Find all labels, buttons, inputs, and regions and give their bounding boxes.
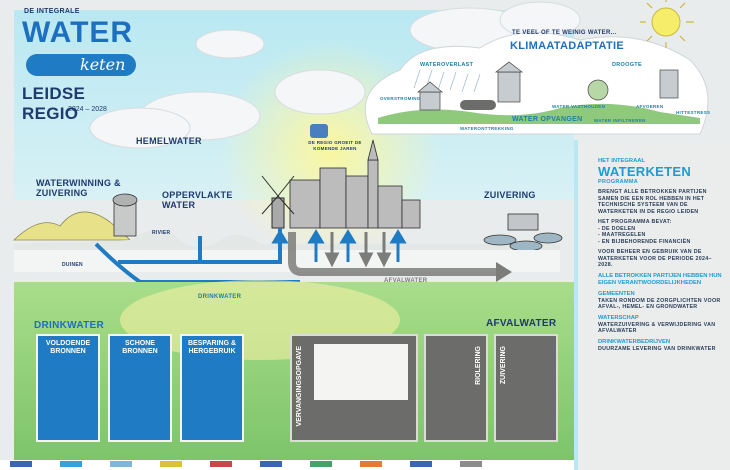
panel-list-2: - EN BIJBEHORENDE FINANCIËN <box>598 238 691 245</box>
label-afvalwater-flow: AFVALWATER <box>384 278 428 284</box>
partner-logo <box>110 461 132 467</box>
label-onttrekking: WATERONTTREKKING <box>460 126 514 131</box>
panel-bevat: HET PROGRAMMA BEVAT: <box>598 219 672 225</box>
rain <box>413 69 481 93</box>
card-label: VOLDOENDE BRONNEN <box>45 340 91 355</box>
panel-list-0: - DE DOELEN <box>598 225 636 232</box>
partner-logo <box>410 461 432 467</box>
climate-title: KLIMAATADAPTATIE <box>510 40 624 52</box>
label-hittestress: HITTESTRESS <box>676 110 711 115</box>
logo-top: DE INTEGRALE <box>24 8 80 15</box>
drinkwater-card-besparing: BESPARING & HERGEBRUIK <box>180 334 244 442</box>
label-oppervlaktewater: OPPERVLAKTE WATER <box>162 190 233 210</box>
replacement-chart <box>314 344 408 400</box>
info-panel: HET INTEGRAAL WATERKETEN PROGRAMMA BRENG… <box>598 158 722 352</box>
label-overstroming: OVERSTROMING <box>380 96 421 101</box>
panel-waterschap-text: WATERZUIVERING & VERWIJDERING VAN AFVALW… <box>598 321 716 335</box>
treatment-plant-icon <box>483 213 563 252</box>
partner-logo <box>460 461 482 467</box>
panel-p1: BRENGT ALLE BETROKKEN PARTIJEN SAMEN DIE… <box>598 189 707 215</box>
partner-logo <box>10 461 32 467</box>
sun-icon <box>640 0 694 48</box>
label-duinen: DUINEN <box>62 262 83 268</box>
partner-logo <box>160 461 182 467</box>
label-opvangen: WATER OPVANGEN <box>512 116 583 123</box>
logo-wave <box>26 54 136 76</box>
card-label: VERVANGINGSOPGAVE <box>296 346 303 427</box>
water-tower-icon <box>112 193 138 237</box>
panel-title: WATERKETEN <box>598 164 692 179</box>
label-rivier: RIVIER <box>152 230 171 236</box>
climate-intro: TE VEEL OF TE WEINIG WATER... <box>512 30 617 36</box>
card-label: ZUIVERING <box>500 346 507 385</box>
card-label: SCHONE BRONNEN <box>122 340 158 355</box>
logo-keten: keten <box>80 55 126 74</box>
afvalwater-card-zuivering: ZUIVERING <box>494 334 558 442</box>
panel-gemeenten-text: TAKEN RONDOM DE ZORGPLICHTEN VOOR AFVAL-… <box>598 297 721 311</box>
label-zuivering-scene: ZUIVERING <box>484 190 536 200</box>
growth-icon <box>310 124 328 138</box>
drinkwater-card-schone: SCHONE BRONNEN <box>108 334 172 442</box>
label-wateroverlast: WATEROVERLAST <box>420 62 474 68</box>
panel-drinkwater-text: DUURZAME LEVERING VAN DRINKWATER <box>598 345 716 352</box>
panel-list-1: - MAATREGELEN <box>598 232 646 238</box>
panel-subtitle: PROGRAMMA <box>598 179 638 185</box>
city-skyline <box>289 139 421 229</box>
label-drinkwater-flow: DRINKWATER <box>198 294 242 300</box>
label-groei: DE REGIO GROEIT DE KOMENDE JAREN <box>308 140 362 151</box>
label-vasthouden: WATER VASTHOUDEN <box>552 104 606 109</box>
afvalwater-title: AFVALWATER <box>486 318 557 329</box>
drinkwater-card-bronnen: VOLDOENDE BRONNEN <box>36 334 100 442</box>
drinkwater-title: DRINKWATER <box>34 320 105 331</box>
logo-region: LEIDSE REGIO <box>22 84 86 123</box>
panel-waterschap-head: WATERSCHAP <box>598 314 639 321</box>
label-waterwinning: WATERWINNING & ZUIVERING <box>36 178 121 198</box>
panel-gemeenten-head: GEMEENTEN <box>598 290 635 297</box>
partner-logo <box>260 461 282 467</box>
panel-p3: ALLE BETROKKEN PARTIJEN HEBBEN HUN EIGEN… <box>598 272 722 286</box>
card-label: RIOLERING <box>475 346 482 385</box>
label-hemelwater: HEMELWATER <box>136 136 202 146</box>
card-label: BESPARING & HERGEBRUIK <box>187 340 237 355</box>
partner-logo <box>210 461 232 467</box>
panel-kicker: HET INTEGRAAL <box>598 158 646 164</box>
logo: DE INTEGRALE WATER keten LEIDSE REGIO 20… <box>22 8 142 123</box>
partner-logo <box>60 461 82 467</box>
footer-logos <box>10 461 570 469</box>
label-infiltreren: WATER INFILTREREN <box>594 118 646 123</box>
afvalwater-card-vervanging: VERVANGINGSOPGAVE <box>290 334 418 442</box>
logo-water: WATER <box>22 16 134 49</box>
logo-years: 2024 – 2028 <box>68 106 107 113</box>
partner-logo <box>360 461 382 467</box>
afvalwater-card-riolering: RIOLERING <box>424 334 488 442</box>
panel-drinkwater-head: DRINKWATERBEDRIJVEN <box>598 338 671 345</box>
label-afvoeren: AFVOEREN <box>636 104 664 109</box>
partner-logo <box>310 461 332 467</box>
label-droogte: DROOGTE <box>612 62 642 68</box>
panel-p2: VOOR BEHEER EN GEBRUIK VAN DE WATERKETEN… <box>598 249 712 268</box>
